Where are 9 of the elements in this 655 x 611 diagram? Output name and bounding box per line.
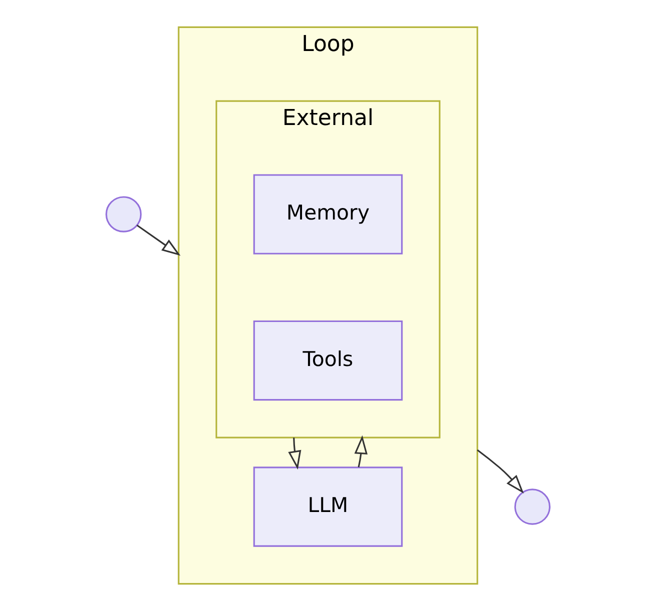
node-box: Memory [252, 174, 402, 254]
node-circle [105, 196, 142, 232]
arrow [476, 449, 524, 494]
arrow [354, 435, 368, 468]
node-circle [514, 488, 550, 525]
arrow [288, 438, 301, 470]
arrow [136, 224, 180, 256]
node-box: LLM [252, 466, 402, 547]
node-box: Tools [252, 320, 402, 401]
